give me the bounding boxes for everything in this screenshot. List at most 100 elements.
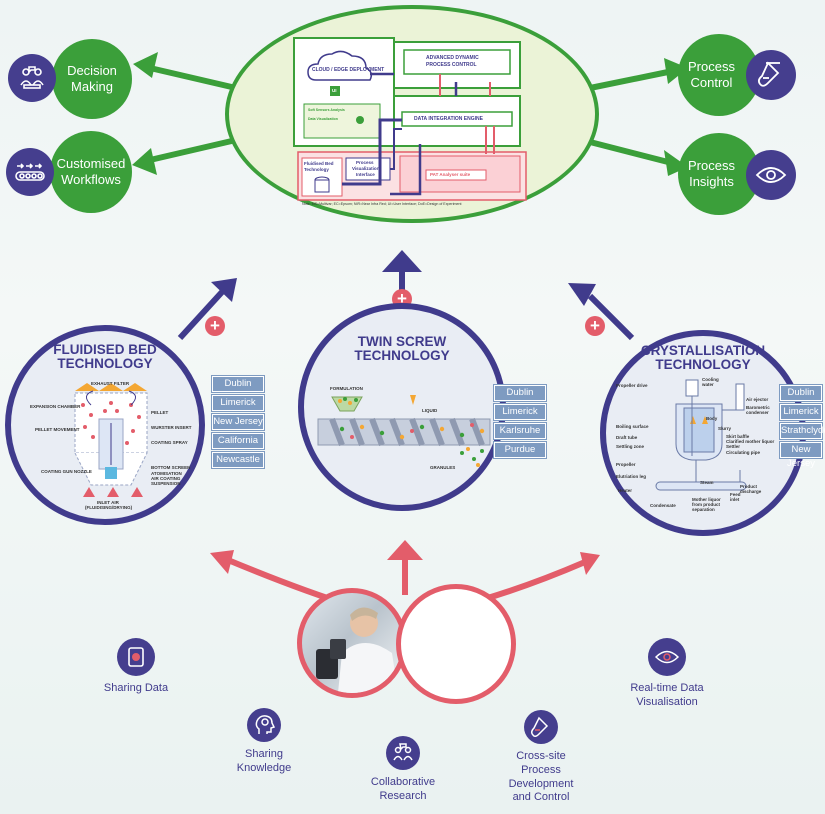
cooling-water-label-2: water: [702, 382, 714, 387]
researcher-photo-graphic: [316, 607, 398, 693]
clarified-liquor-label: Clarified mother liquor: [726, 439, 775, 444]
location-tag: New Jersey: [780, 442, 822, 469]
steam-label: Steam: [700, 480, 714, 485]
process-insights-label-2: Insights: [689, 174, 734, 189]
arrow-to-process-insights: [589, 139, 688, 176]
process-control-label-2: Control: [690, 75, 733, 90]
feature-label: Real-time Data: [630, 682, 704, 694]
exhaust-filter-label: EXHAUST FILTER: [91, 381, 130, 386]
product-discharge-label-1: Product: [740, 484, 758, 489]
location-tag: Limerick: [494, 404, 546, 420]
elutriation-leg-label: Elutriation leg: [616, 474, 647, 479]
head-lightbulb-icon: [247, 708, 281, 742]
feature-cross-site-process: Cross-site Process Development and Contr…: [496, 710, 586, 805]
ui-label: UI: [332, 88, 337, 93]
test-tube-icon: [524, 710, 558, 744]
condensate-label: Condensate: [650, 503, 676, 508]
location-tag: California: [212, 433, 264, 449]
feature-realtime-visualisation: Real-time Data Visualisation: [614, 638, 720, 710]
arrow-to-decision-making: [133, 52, 237, 91]
propeller-drive-label: Propeller drive: [616, 383, 648, 388]
collaboration-icon: [386, 736, 420, 770]
mother-liquor-label-1: Mother liquor: [692, 497, 721, 502]
location-tag: Strathclyde: [780, 423, 825, 439]
feature-label: Process: [521, 763, 561, 776]
tablet-chart-icon: [117, 638, 155, 676]
integration-diagram-graphic: [293, 37, 527, 201]
feature-collaborative-research: Collaborative Research: [358, 736, 448, 804]
draft-tube-label: Draft tube: [616, 435, 638, 440]
pvi-label-1: Process: [356, 160, 374, 165]
twin-screw-diagram: [317, 395, 491, 467]
propeller-label: Propeller: [616, 462, 636, 467]
inlet-air-label-2: (FLUIDISING/DRYING): [85, 505, 133, 510]
pvi-label-2: Visualization: [352, 166, 380, 171]
feed-inlet-label-1: Feed: [730, 492, 741, 497]
crystallisation-locations: Dublin Limerick Strathclyde New Jersey: [780, 385, 825, 469]
process-insights-label-1: Process: [688, 157, 735, 173]
air-ejector-label: Air ejector: [746, 397, 769, 402]
body-label: Body: [706, 416, 718, 421]
feature-label: Knowledge: [236, 761, 292, 774]
fluidised-bed-locations: Dublin Limerick New Jersey California Ne…: [212, 376, 264, 468]
eye-icon: [648, 638, 686, 676]
fluid-bed-diagram: [74, 383, 148, 497]
feature-label: Development: [508, 777, 574, 790]
barometric-label-2: condenser: [746, 410, 769, 415]
location-tag: Dublin: [494, 385, 546, 401]
location-tag: New Jersey: [212, 414, 264, 430]
feature-label: Collaborative: [370, 776, 436, 788]
expansion-chamber-label: EXPANSION CHAMBER: [30, 404, 81, 409]
liquid-label: LIQUID: [422, 408, 438, 413]
coating-spray-label: COATING SPRAY: [151, 440, 188, 445]
blank-photo: [396, 584, 516, 704]
twin-screw-locations: Dublin Limerick Karlsruhe Purdue: [494, 385, 546, 458]
arrow-to-process-control: [589, 58, 688, 91]
barometric-label-1: Barometric: [746, 405, 770, 410]
heater-label: Heater: [618, 488, 633, 493]
collaboration-icon: [8, 54, 56, 102]
crystalliser-diagram: [655, 379, 747, 491]
workflow-icon: [6, 148, 54, 196]
fbt-label-1: Fluidised Bed: [304, 161, 334, 166]
arrow-to-customised-workflows: [132, 137, 237, 175]
decision-making-label-1: Decision: [67, 62, 117, 78]
arrow-cryst-up: [568, 283, 635, 341]
feature-label: Research: [379, 789, 427, 802]
researcher-photo: [297, 588, 407, 698]
die-label: DATA INTEGRATION ENGINE: [414, 116, 483, 122]
cooling-water-label-1: Cooling: [702, 377, 719, 382]
pat-label: PAT Analyser suite: [430, 172, 471, 177]
feature-label: Sharing Data: [103, 682, 169, 694]
feature-label: Cross-site: [516, 750, 566, 762]
feed-inlet-label-2: inlet: [730, 497, 740, 502]
feature-label: Sharing: [245, 748, 283, 760]
eye-icon: [746, 150, 796, 200]
atomisation-label-1: ATOMISATION: [151, 471, 182, 476]
cloud-label: CLOUD / EDGE DEPLOYMENT: [312, 67, 385, 73]
location-tag: Limerick: [780, 404, 822, 420]
soft-sensor-label: Soft Sensors Analysis: [308, 108, 345, 112]
pellet-label: PELLET: [151, 410, 169, 415]
formulation-label: FORMULATION: [330, 386, 363, 391]
bottom-screen-label: BOTTOM SCREEN: [151, 465, 191, 470]
fbt-label-2: Technology: [304, 167, 329, 172]
feature-sharing-knowledge: Sharing Knowledge: [224, 708, 304, 776]
pellet-movement-label: PELLET MOVEMENT: [35, 427, 80, 432]
integration-diagram: CLOUD / EDGE DEPLOYMENT UI ADVANCED DYNA…: [290, 34, 540, 210]
location-tag: Newcastle: [212, 452, 264, 468]
boiling-surface-label: Boiling surface: [616, 424, 649, 429]
atomisation-label-3: SUSPENSION: [151, 481, 181, 486]
apdc-label-2: PROCESS CONTROL: [426, 62, 477, 68]
mother-liquor-label-2: from product: [692, 502, 720, 507]
location-tag: Limerick: [212, 395, 264, 411]
customised-workflows-label-1: Customised: [56, 155, 126, 171]
settling-zone-label: Settling zone: [616, 444, 644, 449]
